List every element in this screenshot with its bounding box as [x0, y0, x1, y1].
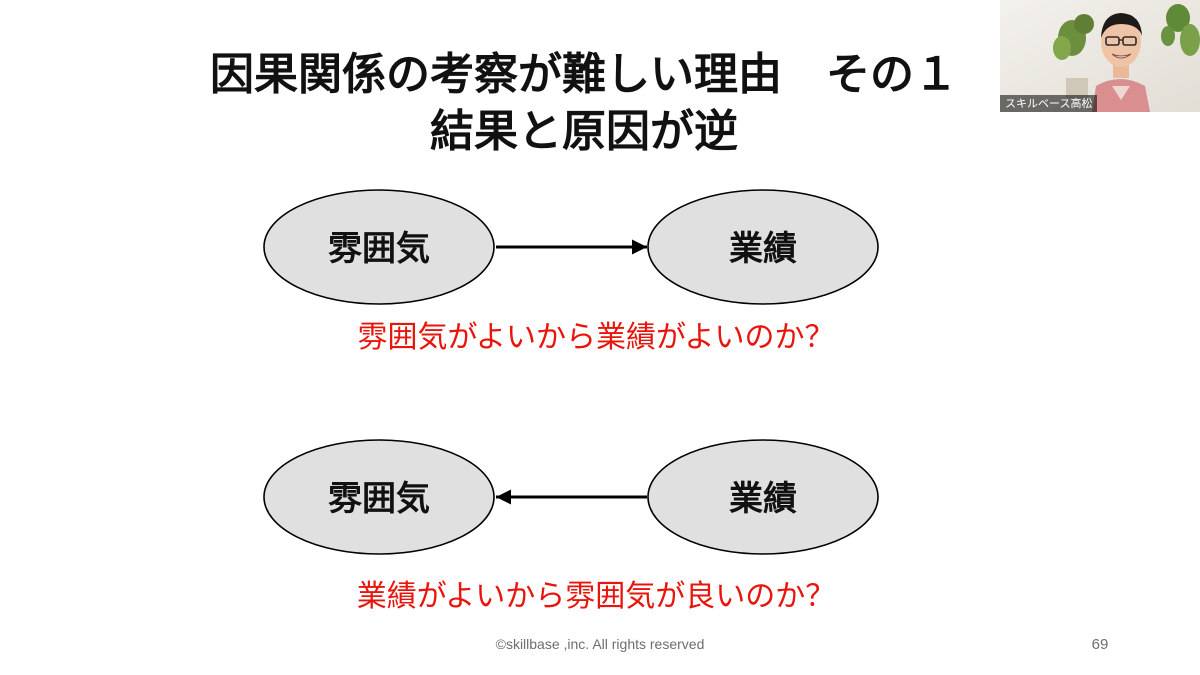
node-performance-top — [647, 189, 879, 305]
node-atmosphere-bottom-label: 雰囲気 — [328, 479, 430, 519]
question-top: 雰囲気がよいから業績がよいのか？ — [357, 320, 835, 355]
node-atmosphere-top-label: 雰囲気 — [328, 229, 430, 269]
question-bottom: 業績がよいから雰囲気が良いのか？ — [356, 579, 836, 614]
node-performance-bottom — [647, 439, 879, 555]
page-number: 69 — [1091, 636, 1109, 653]
plant-left — [1053, 14, 1094, 98]
diagram-bottom: 雰囲気 業績 — [263, 439, 879, 555]
webcam-person-image — [1000, 0, 1200, 112]
node-performance-top-label: 業績 — [729, 229, 797, 269]
person — [1092, 13, 1150, 112]
copyright-footer: ©skillbase ,inc. All rights reserved — [495, 636, 705, 652]
slide-title-line-2: 結果と原因が逆 — [430, 106, 738, 157]
plant-right — [1161, 4, 1200, 56]
node-performance-bottom-label: 業績 — [729, 479, 797, 519]
node-atmosphere-bottom — [263, 439, 495, 555]
node-atmosphere-top — [263, 189, 495, 305]
diagram-top: 雰囲気 業績 — [263, 189, 879, 305]
webcam-video[interactable]: スキルベース高松 — [1000, 0, 1200, 112]
slide-title-line-1: 因果関係の考察が難しい理由 その１ — [210, 49, 958, 100]
webcam-name-label: スキルベース高松 — [1000, 95, 1098, 112]
